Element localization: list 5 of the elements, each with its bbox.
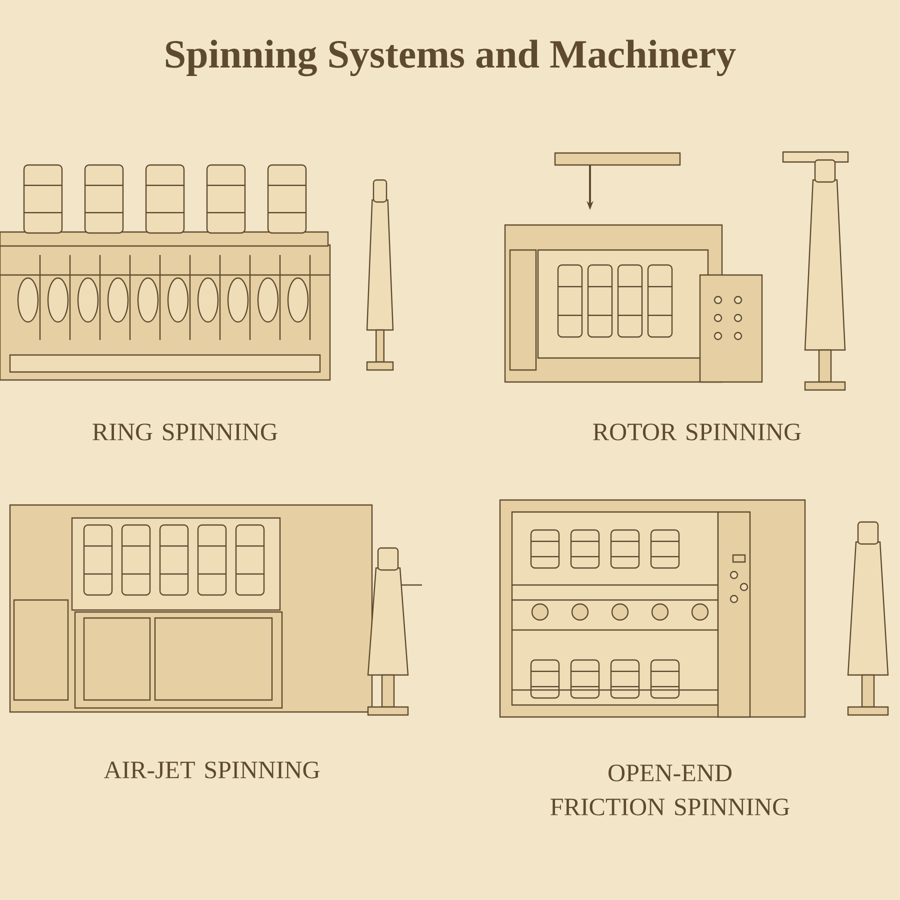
title: Spinning Systems and Machinery: [166, 40, 736, 76]
caption: ROTOR SPINNING: [593, 424, 801, 440]
caption: AIR-JET SPINNING: [104, 762, 320, 778]
caption: OPEN-END FRICTION SPINNING: [550, 764, 790, 816]
caption: RING SPINNING: [92, 424, 278, 440]
